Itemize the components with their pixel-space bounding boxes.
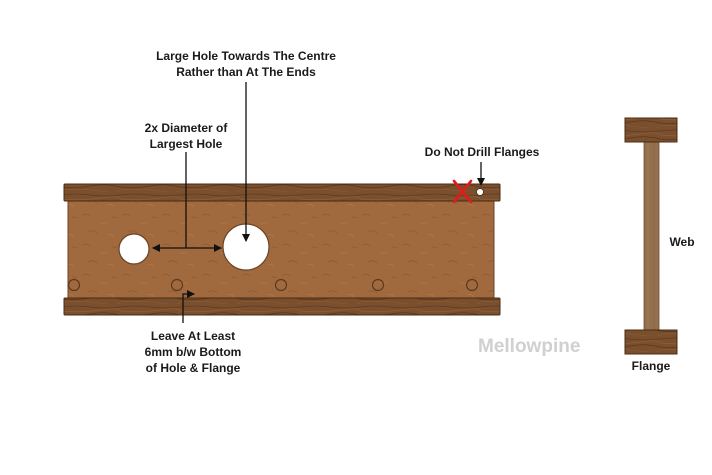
flange-hole <box>476 188 484 196</box>
bottom-flange <box>63 297 501 316</box>
knockout-ring <box>274 278 288 292</box>
knockout-ring <box>170 278 184 292</box>
diameter-label: 2x Diameter of Largest Hole <box>144 121 228 151</box>
bottom-gap-arrow <box>182 290 195 323</box>
knockout-ring <box>67 278 81 292</box>
bottom-gap-label: Leave At Least 6mm b/w Bottom of Hole & … <box>144 329 242 375</box>
web-label: Web <box>669 235 695 249</box>
top-flange <box>63 183 501 202</box>
watermark: Mellowpine <box>478 336 581 357</box>
section-top-flange <box>624 117 678 143</box>
section-bottom-flange <box>624 329 678 355</box>
flanges-label: Do Not Drill Flanges <box>424 145 540 159</box>
no-drill-cross-icon <box>452 179 473 204</box>
knockout-ring <box>371 278 385 292</box>
knockout-ring <box>465 278 479 292</box>
section-web <box>643 140 660 332</box>
small-hole <box>118 233 150 265</box>
flange-label: Flange <box>631 359 671 373</box>
large-hole-label: Large Hole Towards The Centre Rather tha… <box>156 49 336 79</box>
